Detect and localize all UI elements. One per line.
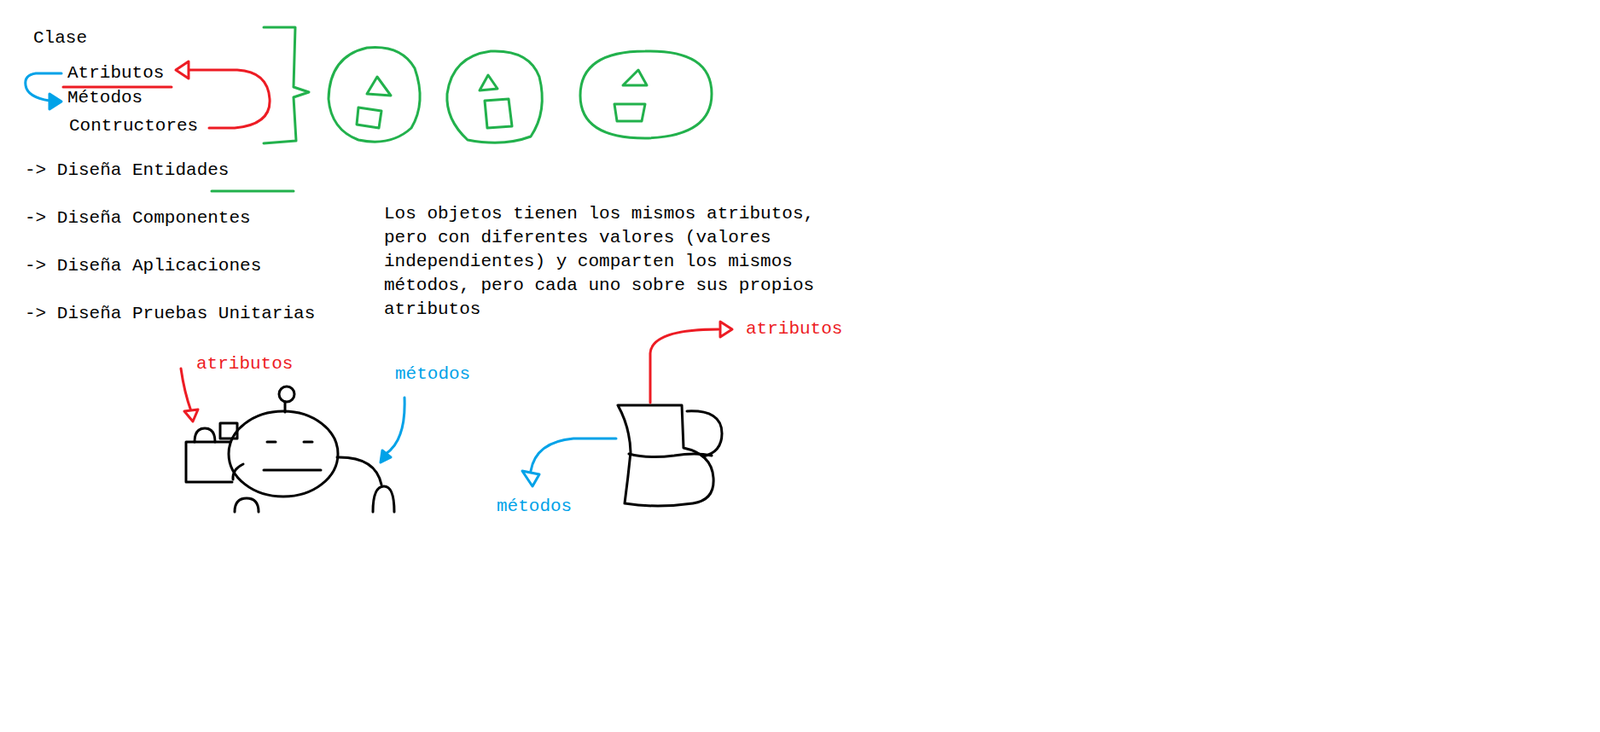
arrow-head <box>522 471 540 487</box>
arrow-head <box>175 61 189 79</box>
jar-figure <box>617 405 722 507</box>
leader-line <box>650 329 719 403</box>
arrow-head <box>184 409 198 422</box>
robot-figure <box>186 386 395 512</box>
annotation-label: atributos <box>196 352 293 377</box>
underline <box>211 190 294 193</box>
leader-line <box>180 368 192 412</box>
annotation-label: métodos <box>496 494 572 519</box>
leader-line <box>385 397 405 454</box>
brace <box>263 27 309 144</box>
class-member: Métodos <box>67 86 143 111</box>
design-item: -> Diseña Componentes <box>24 206 251 231</box>
arrow-head <box>380 450 391 463</box>
design-item: -> Diseña Entidades <box>24 158 229 183</box>
class-heading: Clase <box>33 26 88 51</box>
design-item: -> Diseña Aplicaciones <box>24 254 262 279</box>
class-member: Atributos <box>67 61 164 86</box>
class-member: Contructores <box>69 114 198 139</box>
red-arrow <box>189 69 270 128</box>
leader-line <box>530 438 617 472</box>
object-instances <box>328 47 712 144</box>
annotation-label: atributos <box>745 317 843 342</box>
note-paragraph: Los objetos tienen los mismos atributos,… <box>384 202 862 322</box>
arrow-head <box>720 321 733 338</box>
arrow-head <box>49 93 62 110</box>
design-item: -> Diseña Pruebas Unitarias <box>24 302 315 326</box>
annotation-label: métodos <box>395 362 471 387</box>
